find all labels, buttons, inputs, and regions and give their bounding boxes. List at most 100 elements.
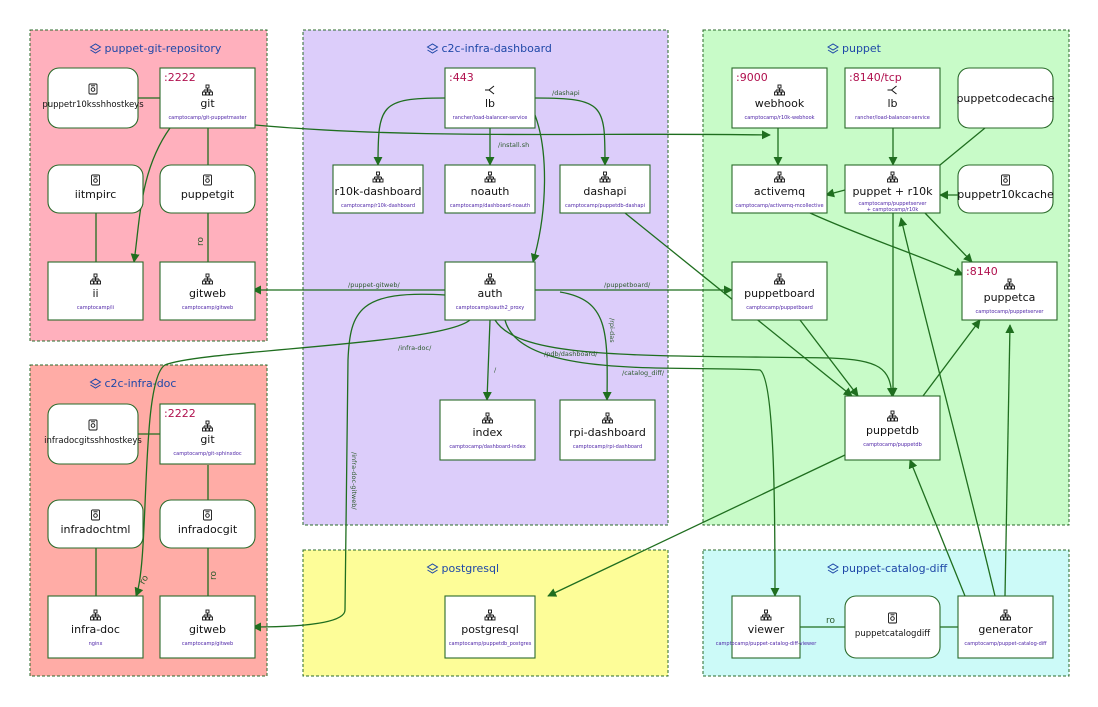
- ro-label-git: ro: [196, 236, 206, 246]
- labels-layer: /dashapi /install.sh /puppet-gitweb/ /pu…: [138, 89, 836, 626]
- stack-title: c2c-infra-doc: [105, 377, 177, 390]
- stack-layers-icon: [89, 43, 102, 54]
- node-puppetdb: puppetdb camptocamp/puppetdb: [844, 395, 941, 461]
- image-label: camptocamp/puppetserver: [976, 309, 1045, 315]
- stack-layers-icon: [89, 378, 102, 389]
- node-puppetr10ksshhostkeys: puppetr10ksshhostkeys: [42, 67, 144, 129]
- node-title: infra-doc: [71, 623, 120, 636]
- edge-label-dashapi: /dashapi: [552, 89, 580, 97]
- node-title: puppetr10ksshhostkeys: [42, 100, 144, 110]
- node-title: generator: [978, 623, 1033, 636]
- node-box: [444, 595, 536, 659]
- node-box: [444, 164, 536, 214]
- service-icon: [484, 273, 496, 285]
- stack-title: puppet: [842, 42, 882, 55]
- volume-icon: [88, 83, 98, 95]
- port-label: :2222: [164, 407, 196, 420]
- node-title: lb: [485, 97, 495, 110]
- port-label: :8140/tcp: [849, 71, 902, 84]
- node-puppetcatalogdiff: puppetcatalogdiff: [844, 595, 941, 659]
- volume-icon: [1001, 174, 1010, 186]
- image-label: camptocamp/puppetdb_postgres: [449, 641, 532, 647]
- node-box: [159, 164, 256, 214]
- node-box: [159, 499, 256, 549]
- image-label-2: + camptocamp/r10k: [867, 207, 919, 213]
- node-lb: :443 lb rancher/load-balancer-service: [444, 67, 536, 129]
- node-puppetca: :8140 puppetca camptocamp/puppetserver: [961, 261, 1058, 321]
- node-puppetr10kcache: puppetr10kcache: [957, 164, 1054, 214]
- port-label: :8140: [966, 265, 998, 278]
- node-viewer: viewer camptocamp/puppet-catalog-diff-vie…: [716, 595, 817, 659]
- node-title: puppetcatalogdiff: [855, 629, 931, 639]
- node-box: [47, 261, 144, 321]
- image-label: camptocamp/r10k-dashboard: [341, 203, 415, 209]
- edge-board-pdb: [799, 319, 859, 397]
- stack-title: puppet-catalog-diff: [842, 562, 948, 575]
- node-title: gitweb: [189, 623, 226, 636]
- service-icon: [887, 171, 898, 183]
- service-icon: [774, 171, 785, 183]
- image-label: camptocamp/puppetboard: [746, 305, 813, 311]
- edge-label-puppetboard: /puppetboard/: [604, 281, 651, 289]
- image-label: camptocamp/git-puppetmaster: [168, 115, 247, 121]
- port-label: :9000: [736, 71, 768, 84]
- stack-layers-icon: [827, 563, 839, 574]
- edge-label-gitweb: /puppet-gitweb/: [348, 281, 401, 289]
- node-title: puppetboard: [744, 287, 815, 300]
- service-icon: [90, 609, 101, 621]
- service-icon: [602, 412, 613, 424]
- edge-auth-index: [482, 319, 492, 401]
- node-title: puppetca: [984, 291, 1036, 304]
- edge-gen-ca: [1004, 324, 1015, 597]
- node-box: [159, 261, 256, 321]
- node-title: infradocgitsshhostkeys: [44, 436, 142, 446]
- node-box: [47, 499, 144, 549]
- image-label: camptocamp/activemq-mcollective: [735, 203, 823, 209]
- stack-title: postgresql: [442, 562, 500, 575]
- image-label: rancher/load-balancer-service: [855, 115, 930, 121]
- image-label: camptocamp/gitweb: [182, 305, 233, 311]
- service-icon: [484, 171, 496, 183]
- node-puppetcodecache: puppetcodecache: [956, 67, 1055, 129]
- node-box: [159, 403, 256, 465]
- node-title: puppetr10kcache: [957, 188, 1054, 201]
- arrows-layer: [130, 97, 1015, 632]
- service-icon: [760, 609, 772, 621]
- node-box: [159, 67, 256, 129]
- image-label: camptocamp/puppetdb: [863, 442, 922, 448]
- node-title: puppetdb: [866, 424, 919, 437]
- volume-icon: [203, 174, 212, 186]
- service-icon: [1004, 278, 1015, 290]
- edge-lb-r10k: [373, 97, 446, 166]
- node-box: [844, 67, 941, 129]
- edge-auth-rpi: [559, 291, 612, 401]
- image-label: rancher/load-balancer-service: [453, 115, 528, 121]
- stack-layers-icon: [827, 43, 839, 54]
- image-label: camptocamp/puppet-catalog-diff-viewer: [716, 641, 817, 647]
- image-label: camptocamp/ii: [77, 305, 114, 311]
- service-icon: [482, 412, 493, 424]
- node-box: [47, 595, 144, 659]
- node-iitmpirc: iitmpirc: [47, 164, 144, 214]
- node-title: viewer: [748, 623, 785, 636]
- port-label: :443: [449, 71, 474, 84]
- edge-label-catalog: /catalog_diff/: [622, 369, 665, 377]
- node-box: [559, 164, 651, 214]
- lines-layer: [95, 97, 986, 628]
- image-label: camptocamp/dashboard-noauth: [450, 203, 530, 209]
- load-balancer-icon: [887, 85, 897, 95]
- port-label: :2222: [164, 71, 196, 84]
- edge-label-pdb: /pdb/dashboard/: [544, 350, 598, 358]
- load-balancer-icon: [485, 85, 495, 95]
- node-title: infradochtml: [61, 523, 131, 536]
